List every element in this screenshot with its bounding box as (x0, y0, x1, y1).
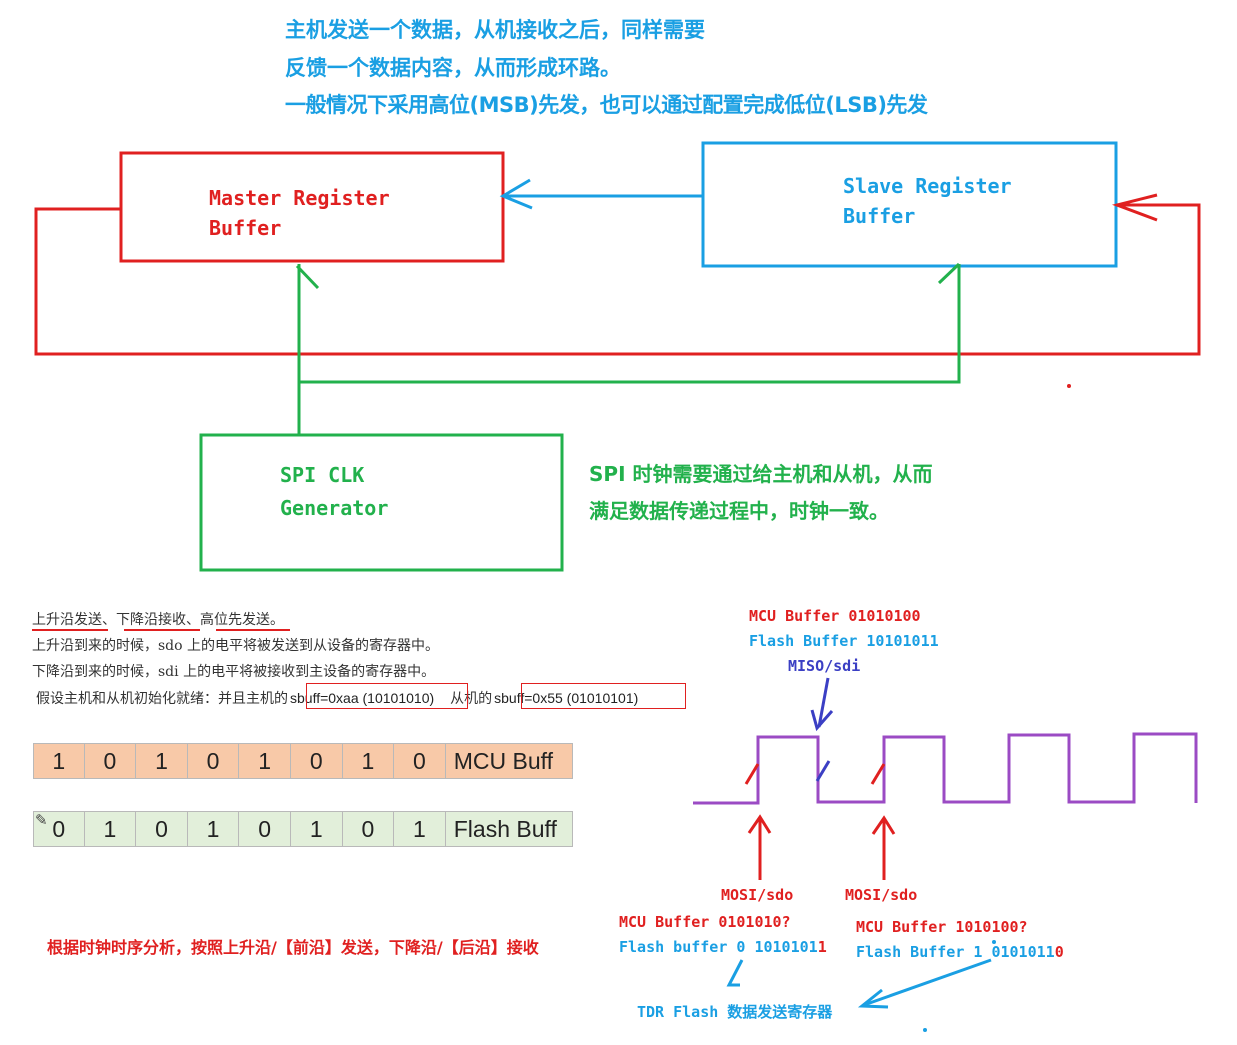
clock-waveform (693, 732, 1198, 805)
header-line-1: 主机发送一个数据，从机接收之后，同样需要 (285, 18, 705, 42)
mosi-label-2: MOSI/sdo (845, 886, 918, 904)
top-flash-buffer: Flash Buffer 10101011 (749, 632, 939, 650)
rule-end: 。 (270, 612, 284, 628)
slave-sbuff-highlight (521, 683, 686, 709)
rule-falling-receive: 下降沿接收 (116, 612, 186, 628)
flash-bit-cell: 0 (136, 811, 188, 847)
clock-note-line-2: 满足数据传递过程中，时钟一致。 (589, 499, 889, 523)
tdr-pointer-left (726, 959, 744, 987)
clk-label-line-2: Generator (280, 496, 389, 520)
flash-bit-cell: 1 (187, 811, 240, 847)
mcu-bit-cell: 1 (136, 743, 188, 779)
flash-bit-cell: 0 (33, 811, 85, 847)
flash-bit-cell: 1 (84, 811, 137, 847)
master-to-slave-arrowhead (1111, 193, 1158, 222)
left-flash-buffer: Flash buffer 0 10101011 (619, 938, 827, 956)
flash-buff-label: Flash Buff (445, 811, 573, 847)
underline-msb-first (216, 629, 290, 631)
flash-bit-cell: 1 (290, 811, 343, 847)
slave-label-line-1: Slave Register (843, 174, 1012, 198)
mcu-bit-cell: 1 (239, 743, 291, 779)
mosi-label-1: MOSI/sdo (721, 886, 794, 904)
note-sdi: 下降沿到来的时候，sdi 上的电平将被接收到主设备的寄存器中。 (32, 664, 436, 680)
slave-label-line-2: Buffer (843, 204, 916, 228)
clk-to-slave-arrowhead (937, 262, 961, 285)
blue-dot-2 (992, 940, 996, 944)
header-line-2: 反馈一个数据内容，从而形成环路。 (285, 56, 621, 80)
tdr-pointer-right-line (863, 958, 992, 1007)
header-line-3: 一般情况下采用高位(MSB)先发，也可以通过配置完成低位(LSB)先发 (285, 93, 928, 117)
rule-rising-send: 上升沿发送 (32, 612, 102, 628)
mosi-arrow-1-head (747, 814, 772, 834)
note-init-master-prefix: 假设主机和从机初始化就绪：并且主机的 (36, 691, 288, 707)
rule-line: 上升沿发送、下降沿接收、高位先发送。 (32, 609, 284, 629)
rising-edge-mark-2 (870, 763, 886, 785)
master-register-box (119, 151, 505, 263)
blue-dot (923, 1028, 927, 1032)
right-flash-buffer-last-bit: 0 (1054, 943, 1064, 961)
master-sbuff-value: sbuff=0xaa (10101010) (290, 690, 435, 706)
flash-bit-cell: 1 (394, 811, 446, 847)
master-sbuff-highlight (306, 683, 468, 709)
clk-label-line-1: SPI CLK (280, 463, 365, 487)
master-to-slave-loop (34, 203, 1201, 356)
right-flash-buffer-main: Flash Buffer 1 0101011 (856, 943, 1055, 961)
left-flash-buffer-last-bit: 1 (817, 938, 827, 956)
mosi-arrow-2-head (871, 815, 896, 835)
tdr-pointer-right-head (857, 988, 889, 1009)
spi-clk-generator-box (199, 433, 564, 572)
mcu-bit-cell: 0 (394, 743, 446, 779)
master-label-line-2: Buffer (209, 216, 282, 240)
mcu-bit-cell: 0 (84, 743, 137, 779)
right-flash-buffer: Flash Buffer 1 01010110 (856, 943, 1064, 961)
rule-sep-1: 、 (102, 612, 116, 628)
right-mcu-buffer: MCU Buffer 1010100? (856, 918, 1028, 936)
miso-arrow-line (817, 677, 830, 728)
flash-bit-cell: 0 (342, 811, 395, 847)
mcu-bit-cell: 0 (187, 743, 240, 779)
clk-to-slave-line (299, 264, 961, 384)
underline-rising-send (32, 629, 108, 631)
mcu-bit-cell: 0 (290, 743, 343, 779)
left-flash-buffer-main: Flash buffer 0 1010101 (619, 938, 818, 956)
clock-note-line-1: SPI 时钟需要通过给主机和从机，从而 (589, 462, 933, 486)
slave-sbuff-value: sbuff=0x55 (01010101) (494, 690, 639, 706)
top-mcu-buffer: MCU Buffer 01010100 (749, 607, 921, 625)
miso-label: MISO/sdi (788, 657, 861, 675)
mcu-buff-label: MCU Buff (445, 743, 573, 779)
red-dot (1067, 384, 1071, 388)
rule-msb-first: 高位先发送 (200, 612, 270, 628)
master-label-line-1: Master Register (209, 186, 390, 210)
flash-bit-cell: 0 (239, 811, 291, 847)
rising-edge-mark-1 (744, 763, 760, 785)
mcu-bit-cell: 1 (33, 743, 85, 779)
tdr-label: TDR Flash 数据发送寄存器 (637, 1003, 833, 1021)
mcu-bit-cell: 1 (342, 743, 395, 779)
timing-analysis-note: 根据时钟时序分析，按照上升沿/【前沿】发送，下降沿/【后沿】接收 (47, 938, 539, 957)
clk-to-master-arrowhead (295, 264, 320, 290)
underline-falling-receive (124, 629, 200, 631)
rule-sep-2: 、 (186, 612, 200, 628)
falling-edge-mark (815, 760, 831, 782)
left-mcu-buffer: MCU Buffer 0101010? (619, 913, 791, 931)
miso-arrowhead (810, 709, 834, 732)
note-sdo: 上升沿到来的时候，sdo 上的电平将被发送到从设备的寄存器中。 (32, 638, 440, 654)
note-init-slave-prefix: 从机的 (450, 691, 493, 707)
paint-brush-icon: ✎ (35, 811, 48, 829)
slave-to-master-arrowhead (499, 178, 533, 210)
